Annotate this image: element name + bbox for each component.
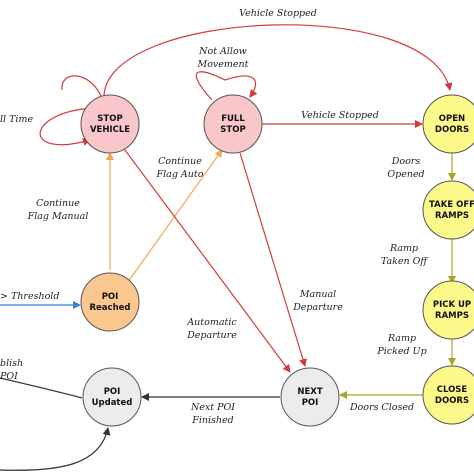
node-next-poi-line1: NEXT <box>297 387 322 397</box>
label-continue-manual-2: Flag Manual <box>27 211 89 222</box>
label-not-allow-2: Movement <box>196 59 248 70</box>
node-stop-vehicle-circle <box>80 94 140 154</box>
label-publish-1: blish <box>0 358 23 369</box>
node-close-doors-circle <box>422 365 474 425</box>
edge-self-loop-stop-vehicle-top <box>61 75 103 99</box>
node-open-doors[interactable]: OPEN DOORS <box>422 94 474 154</box>
edge-self-loop-stop-vehicle <box>39 107 98 146</box>
edge-vehicle-stopped-top <box>103 24 453 96</box>
node-take-off-ramps-line2: RAMPS <box>435 211 469 221</box>
node-full-stop[interactable]: FULL STOP <box>203 94 263 154</box>
node-poi-updated[interactable]: POI Updated <box>82 367 142 427</box>
label-ramp-picked-2: Picked Up <box>376 346 426 357</box>
node-poi-reached-line2: Reached <box>90 303 131 313</box>
label-manual-departure-2: Departure <box>292 302 343 313</box>
node-next-poi[interactable]: NEXT POI <box>280 367 340 427</box>
label-vehicle-stopped-top: Vehicle Stopped <box>239 8 317 19</box>
label-automatic-departure-1: Automatic <box>186 317 237 328</box>
label-continue-auto-1: Continue <box>158 156 202 167</box>
edge-publish-poi <box>0 377 83 399</box>
node-poi-reached-circle <box>80 272 140 332</box>
edge-into-poi-updated <box>0 427 111 471</box>
edge-self-loop-full-stop <box>195 71 258 101</box>
node-close-doors-line1: CLOSE <box>437 385 468 395</box>
node-stop-vehicle-line2: VEHICLE <box>90 125 130 135</box>
node-poi-reached-line1: POI <box>102 292 119 302</box>
node-open-doors-line1: OPEN <box>439 114 465 124</box>
node-open-doors-circle <box>422 94 474 154</box>
label-ramp-picked-1: Ramp <box>387 333 416 344</box>
node-pick-up-ramps-circle <box>422 280 474 340</box>
label-next-poi-finished-1: Next POI <box>190 402 235 413</box>
node-poi-updated-line1: POI <box>104 387 121 397</box>
node-close-doors-line2: DOORS <box>435 396 469 406</box>
label-doors-opened-1: Doors <box>391 156 421 167</box>
node-stop-vehicle-line1: STOP <box>97 114 122 124</box>
label-continue-manual-1: Continue <box>36 198 80 209</box>
node-poi-reached[interactable]: POI Reached <box>80 272 140 332</box>
node-next-poi-circle <box>280 367 340 427</box>
node-take-off-ramps-line1: TAKE OFF <box>429 200 474 210</box>
label-vehicle-stopped: Vehicle Stopped <box>301 110 379 121</box>
label-continue-auto-2: Flag Auto <box>156 169 204 180</box>
label-doors-opened-2: Opened <box>387 169 424 180</box>
node-poi-updated-line2: Updated <box>92 398 133 408</box>
node-pick-up-ramps-line1: PICK UP <box>433 300 471 310</box>
node-full-stop-circle <box>203 94 263 154</box>
label-manual-departure-1: Manual <box>299 289 336 300</box>
node-stop-vehicle[interactable]: STOP VEHICLE <box>80 94 140 154</box>
edge-manual-departure <box>239 152 307 367</box>
label-ramp-taken-1: Ramp <box>389 243 418 254</box>
node-full-stop-line1: FULL <box>221 114 245 124</box>
node-pick-up-ramps-line2: RAMPS <box>435 311 469 321</box>
node-full-stop-line2: STOP <box>220 125 245 135</box>
label-not-allow-1: Not Allow <box>198 46 247 57</box>
node-next-poi-line2: POI <box>302 398 319 408</box>
node-poi-updated-circle <box>82 367 142 427</box>
label-full-time: ll Time <box>0 114 33 125</box>
edge-automatic-departure <box>121 145 291 373</box>
node-pick-up-ramps[interactable]: PICK UP RAMPS <box>422 280 474 340</box>
node-open-doors-line2: DOORS <box>435 125 469 135</box>
node-take-off-ramps[interactable]: TAKE OFF RAMPS <box>422 180 474 240</box>
label-automatic-departure-2: Departure <box>186 330 237 341</box>
node-take-off-ramps-circle <box>422 180 474 240</box>
label-doors-closed: Doors Closed <box>349 402 414 413</box>
label-ramp-taken-2: Taken Off <box>381 256 430 267</box>
node-close-doors[interactable]: CLOSE DOORS <box>422 365 474 425</box>
label-next-poi-finished-2: Finished <box>191 415 233 426</box>
edge-continue-flag-auto <box>127 149 223 283</box>
label-publish-2: POI <box>0 371 18 382</box>
label-threshold: > Threshold <box>0 291 59 302</box>
